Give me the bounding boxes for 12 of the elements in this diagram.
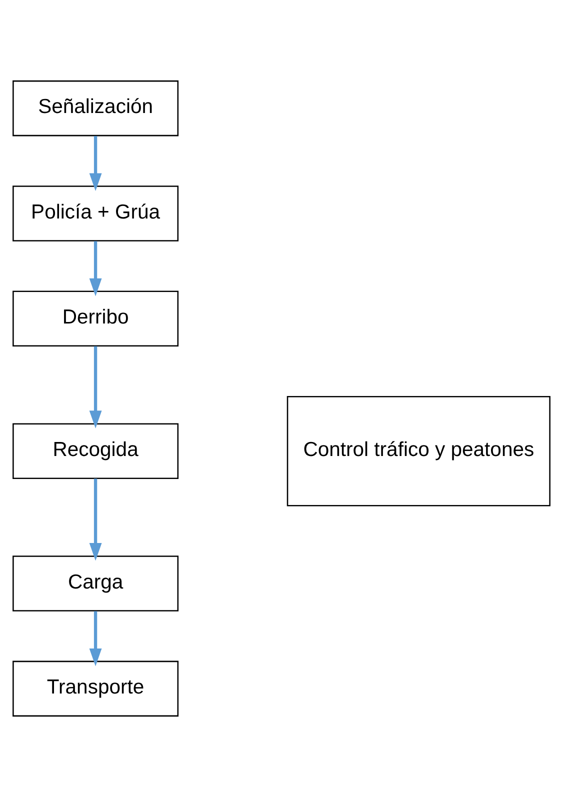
node-box: Control tráfico y peatones (286, 395, 550, 506)
node-box: Recogida (12, 422, 179, 478)
arrow (89, 610, 102, 666)
node-box: Policía + Grúa (12, 185, 179, 241)
arrow (89, 478, 102, 560)
arrow (89, 240, 102, 296)
node-box: Señalización (12, 80, 179, 136)
node-box: Derribo (12, 290, 179, 346)
node-box: Transporte (12, 660, 179, 716)
arrow (89, 136, 102, 191)
node-box: Carga (12, 555, 179, 611)
arrow (89, 346, 102, 428)
